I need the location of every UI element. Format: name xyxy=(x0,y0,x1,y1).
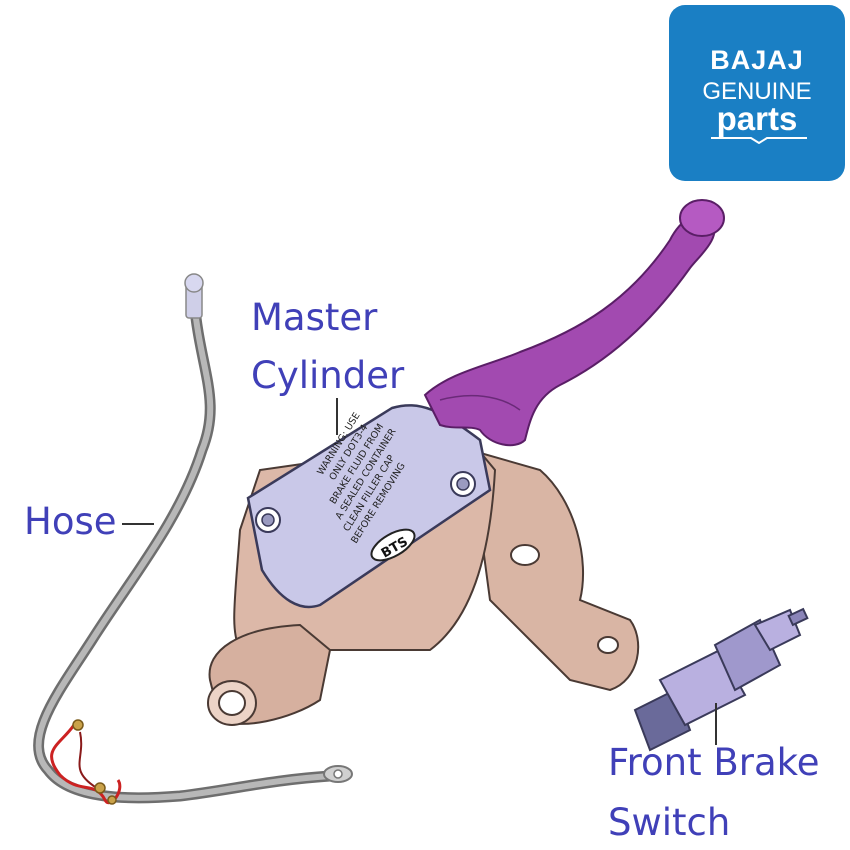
leader-lines xyxy=(122,398,717,745)
front-brake-switch-label-line-2: Switch xyxy=(608,801,731,844)
reservoir-cap: WARNING: USE ONLY DOT3-4 BRAKE FLUID FRO… xyxy=(246,404,492,609)
front-brake-switch-label-line-1: Front Brake xyxy=(608,741,820,784)
bajaj-genuine-parts-logo: BAJAJ GENUINE parts xyxy=(669,5,845,181)
front-brake-switch xyxy=(633,607,809,752)
logo-swoosh-icon xyxy=(711,137,807,144)
hose-label: Hose xyxy=(24,500,117,543)
logo-brand-text: BAJAJ xyxy=(710,45,804,75)
logo-genuine-text: GENUINE xyxy=(702,78,812,105)
brake-hose xyxy=(33,273,353,805)
logo-parts-text: parts xyxy=(716,100,798,137)
master-cylinder-label-line-1: Master xyxy=(251,296,378,339)
brake-lever xyxy=(423,199,725,447)
master-cylinder-label-line-2: Cylinder xyxy=(251,354,405,397)
